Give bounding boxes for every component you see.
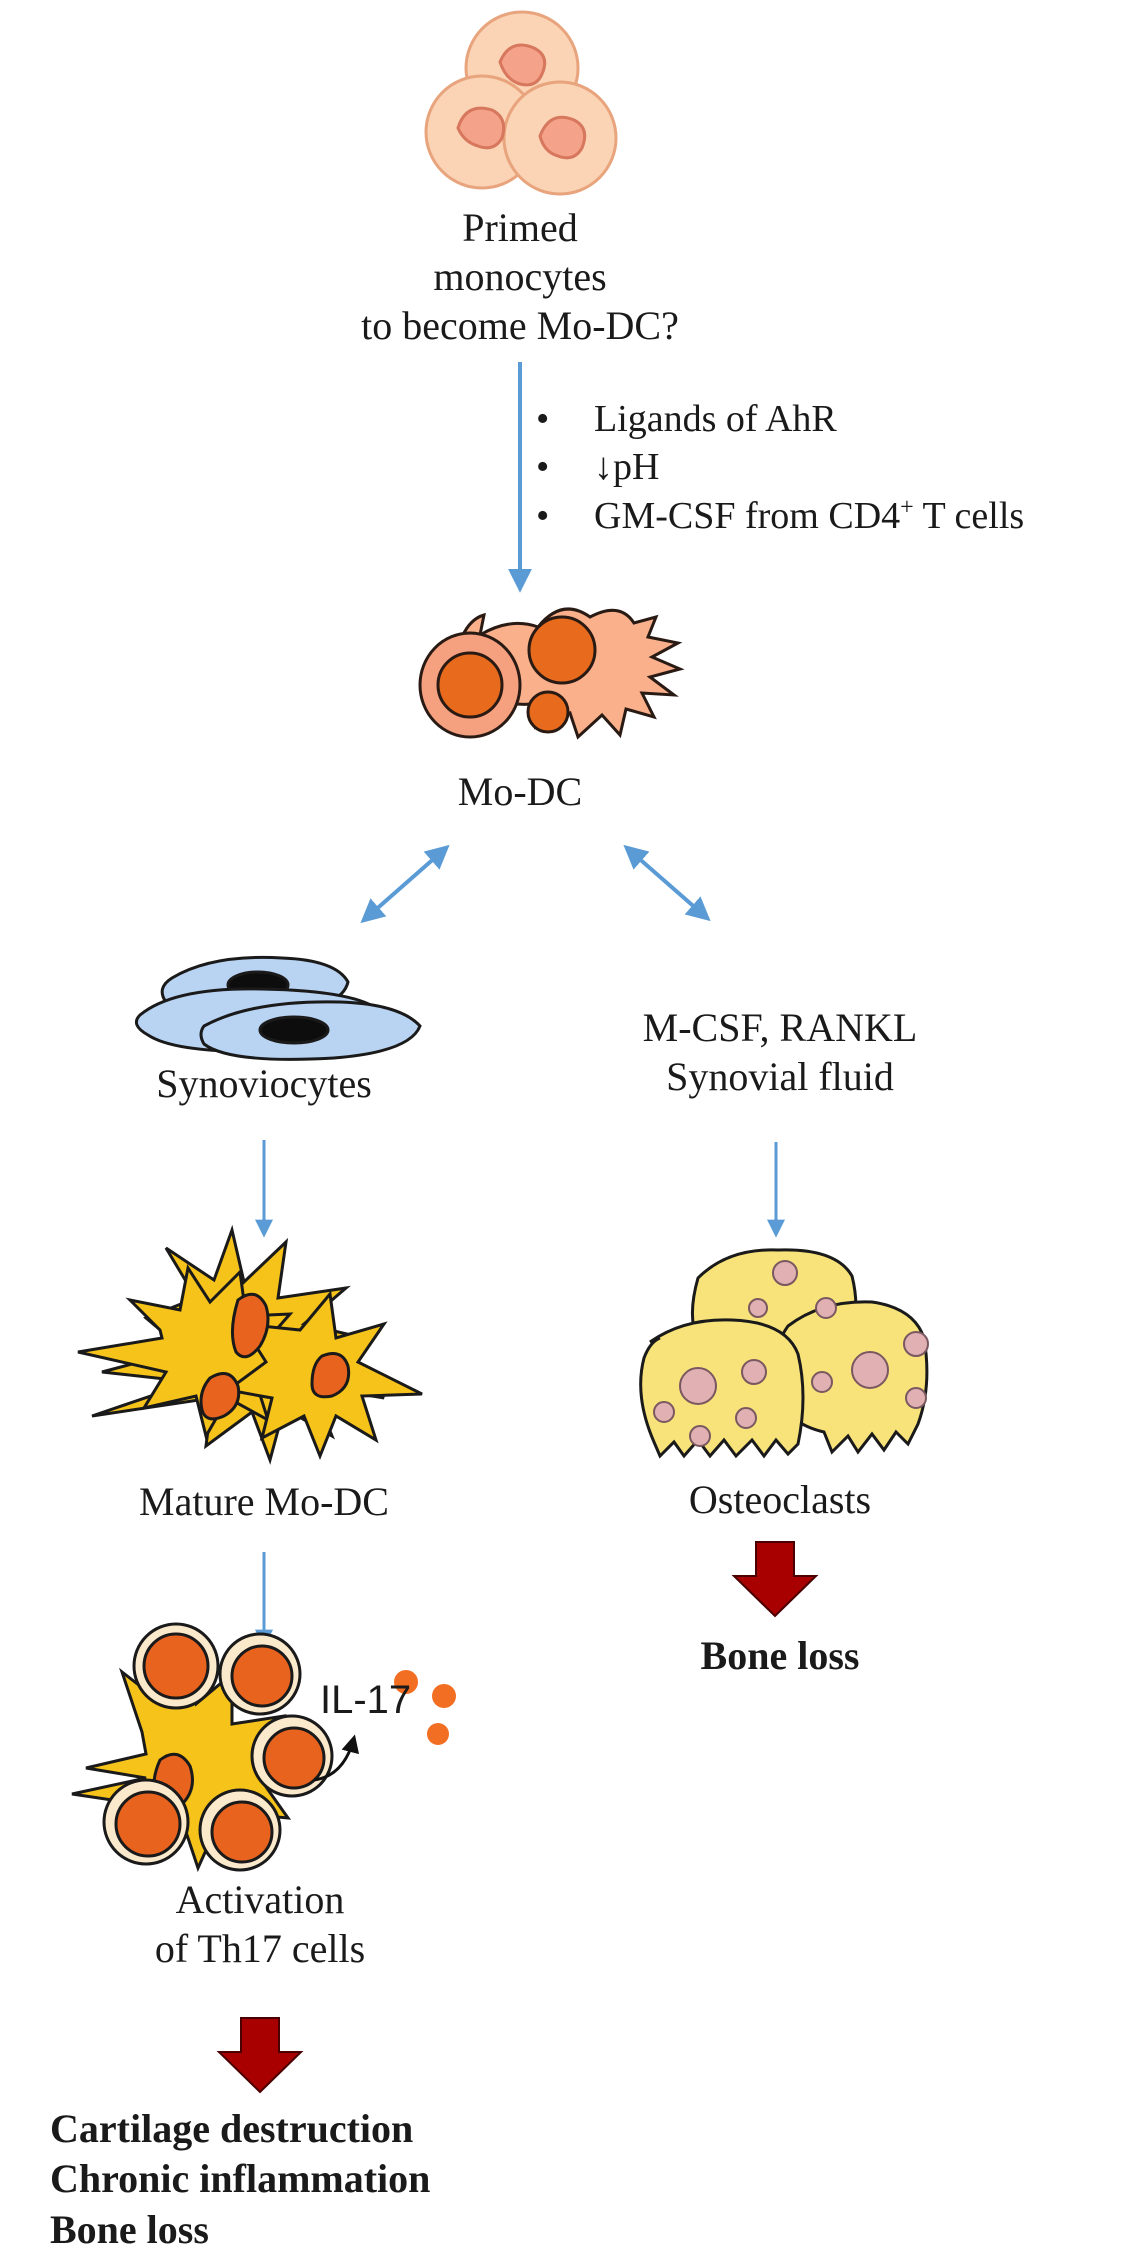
osteoclast-cells-icon — [639, 1248, 929, 1459]
outcome-bone-loss: Bone loss — [50, 2206, 209, 2252]
osteoclast-factors-label: M-CSF, RANKL Synovial fluid — [642, 1005, 918, 1099]
mature-mo-dc-label: Mature Mo-DC — [139, 1479, 389, 1524]
il17-label: IL-17 — [320, 1678, 412, 1722]
double-arrow-synoviocytes — [360, 844, 450, 924]
bone-loss-label: Bone loss — [700, 1633, 860, 1678]
mo-dc-label: Mo-DC — [457, 769, 583, 814]
conditions-list: •Ligands of AhR •↓pH •GM-CSF from CD4+ T… — [532, 395, 1024, 540]
mo-dc-cell-icon — [418, 607, 685, 740]
condition-ph: •↓pH — [536, 446, 660, 489]
outcome-inflammation: Chronic inflammation — [50, 2156, 431, 2202]
outcome-arrow-icon — [216, 2017, 304, 2094]
osteoclasts-label: Osteoclasts — [688, 1477, 872, 1522]
th17-activation-label: Activation of Th17 cells — [154, 1877, 366, 1971]
condition-ahr: •Ligands of AhR — [536, 398, 837, 440]
outcome-arrow-icon — [731, 1541, 819, 1618]
synoviocytes-label: Synoviocytes — [156, 1061, 372, 1106]
outcomes-list: Cartilage destruction Chronic inflammati… — [50, 2104, 430, 2255]
outcome-cartilage: Cartilage destruction — [50, 2106, 414, 2151]
primed-monocytes-label: Primed monocytes to become Mo-DC? — [361, 205, 679, 348]
il17-particles-icon — [394, 1670, 456, 1745]
th17-activation-icon — [71, 1622, 334, 1873]
mature-mo-dc-icon — [77, 1224, 423, 1465]
monocyte-cluster-icon — [424, 10, 618, 196]
condition-gmcsf: •GM-CSF from CD4+ T cells — [536, 493, 1025, 537]
double-arrow-osteo — [623, 844, 711, 922]
il17-arrow — [313, 1734, 360, 1782]
synoviocyte-cells-icon — [134, 955, 422, 1061]
